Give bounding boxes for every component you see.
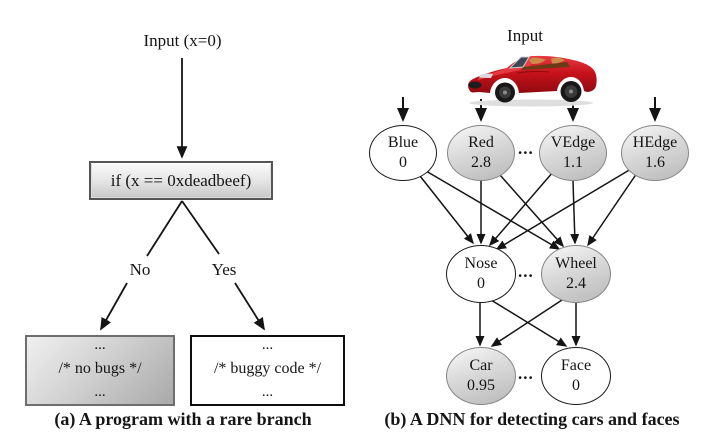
node-value: 0.95 [467, 377, 495, 394]
car-cockpit [521, 62, 570, 70]
node-label: HEdge [632, 134, 678, 152]
condition-box: if (x == 0xdeadbeef) [89, 161, 273, 200]
car-grille [468, 81, 482, 89]
dnn-node-red: Red 2.8 [447, 125, 515, 181]
output-layer-ellipsis: ... [518, 364, 534, 383]
node-value: 0 [477, 275, 485, 292]
car-windshield [508, 56, 530, 69]
car-door-line [516, 70, 550, 74]
node-label: Face [560, 357, 592, 375]
caption-b: (b) A DNN for detecting cars and faces [384, 409, 680, 429]
caption-a: (a) A program with a rare branch [54, 409, 312, 429]
dnn-node-car: Car 0.95 [446, 347, 516, 405]
car-seat-left [529, 57, 546, 65]
dnn-node-wheel: Wheel 2.4 [541, 245, 611, 303]
node-value: 1.6 [645, 154, 665, 171]
node-label: Wheel [555, 255, 597, 273]
node-value: 2.8 [471, 154, 491, 171]
no-bugs-comment: /* no bugs */ [58, 360, 142, 378]
car-headlight [479, 73, 493, 78]
dnn-node-face: Face 0 [541, 347, 611, 405]
node-label: Red [468, 134, 494, 152]
ellipsis-text: ... [261, 384, 274, 401]
ellipsis-text: ... [94, 384, 106, 401]
input-layer-ellipsis: ... [518, 139, 534, 158]
program-input-label: Input (x=0) [143, 31, 222, 50]
node-value: 2.4 [566, 275, 586, 292]
condition-label: if (x == 0xdeadbeef) [110, 170, 252, 190]
dnn-input-label: Input [507, 26, 543, 45]
dnn-node-hedge: HEdge 1.6 [621, 125, 689, 181]
dnn-node-vedge: VEdge 1.1 [539, 125, 607, 181]
branch-yes-label: Yes [211, 260, 237, 279]
car-seat-right [551, 57, 565, 64]
ellipsis-text: ... [94, 337, 106, 353]
node-value: 0 [399, 154, 407, 171]
node-label: Blue [387, 134, 419, 152]
car-shadow [469, 99, 593, 107]
no-bugs-box: ... /* no bugs */ ... [25, 335, 175, 406]
node-label: VEdge [550, 134, 596, 152]
branch-no-label: No [129, 260, 151, 279]
hidden-layer-ellipsis: ... [518, 262, 534, 281]
node-value: 0 [572, 377, 580, 394]
node-value: 1.1 [563, 154, 583, 171]
car-rear-wheel [560, 81, 582, 102]
car-image [468, 55, 597, 107]
dnn-node-blue: Blue 0 [369, 125, 437, 181]
dnn-node-nose: Nose 0 [446, 245, 516, 303]
node-label: Nose [464, 255, 498, 273]
node-label: Car [469, 357, 493, 375]
buggy-code-box: ... /* buggy code */ ... [190, 335, 345, 406]
ellipsis-text: ... [261, 337, 274, 353]
buggy-code-comment: /* buggy code */ [213, 360, 322, 378]
car-front-wheel [495, 82, 515, 103]
